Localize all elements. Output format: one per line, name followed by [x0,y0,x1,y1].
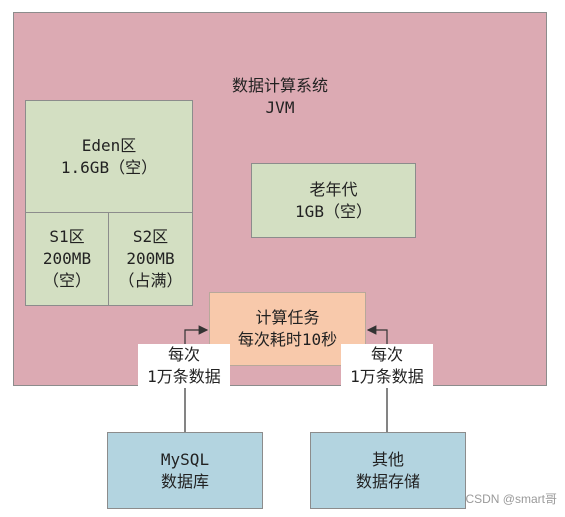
s2-size: 200MB [126,249,175,268]
left-arrow-label-line1: 每次 [167,345,200,364]
other-storage-box: 其他 数据存储 [310,432,466,509]
other-storage-label: 其他 [371,449,404,469]
jvm-title: 数据计算系统 JVM [14,75,546,119]
mysql-label: MySQL [160,449,210,469]
s1-region: S1区 200MB （空） [25,212,109,306]
s1-size: 200MB [42,249,92,268]
s2-status: （占满） [118,271,183,290]
task-label: 计算任务 [255,308,320,327]
s1-status: （空） [42,271,91,290]
old-generation-region: 老年代 1GB（空） [251,163,416,238]
old-gen-size: 1GB（空） [295,201,372,221]
eden-region: Eden区 1.6GB（空） [25,100,193,213]
old-gen-label: 老年代 [309,179,358,199]
right-arrow-label-line2: 1万条数据 [350,367,424,386]
eden-size: 1.6GB（空） [60,157,158,177]
eden-label: Eden区 [81,135,137,155]
other-storage-sublabel: 数据存储 [355,471,420,491]
left-arrow-label: 每次 1万条数据 [138,344,230,388]
jvm-title-line2: JVM [265,98,295,117]
left-arrow-label-line2: 1万条数据 [147,367,221,386]
s2-label: S2区 [132,227,169,246]
csdn-watermark: CSDN @smart哥 [465,492,557,506]
s1-label: S1区 [49,227,85,246]
jvm-title-line1: 数据计算系统 [231,76,328,95]
compute-task-box: 计算任务 每次耗时10秒 [209,292,366,366]
right-arrow-label: 每次 1万条数据 [341,344,433,388]
mysql-sublabel: 数据库 [160,471,209,491]
s2-region: S2区 200MB （占满） [108,212,193,306]
mysql-database-box: MySQL 数据库 [107,432,263,509]
task-duration: 每次耗时10秒 [237,330,338,349]
right-arrow-label-line1: 每次 [370,345,403,364]
